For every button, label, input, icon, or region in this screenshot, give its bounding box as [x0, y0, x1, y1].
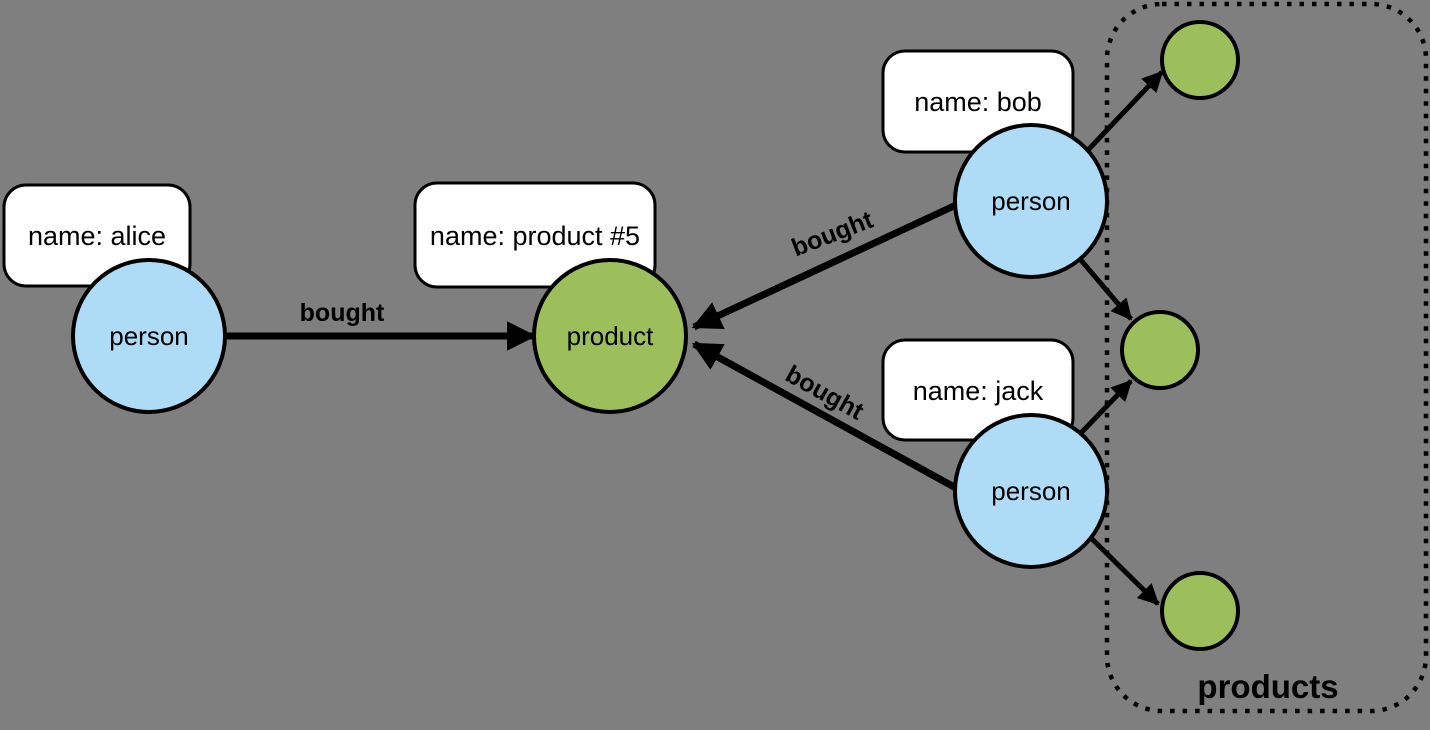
product-node-top [1160, 20, 1240, 100]
edge-bob-product-top [1086, 70, 1164, 152]
product-node-product5-label: product [567, 321, 654, 351]
products-group-outline [1104, 1, 1429, 714]
property-text-alice: name: alice [28, 221, 166, 251]
product-node-middle [1120, 310, 1200, 390]
person-node-bob: person [953, 123, 1109, 279]
edge-jack-product-middle [1078, 379, 1133, 436]
person-node-alice: person [71, 258, 227, 414]
edge-jack-bought-product [691, 340, 958, 492]
products-group-label: products [1197, 668, 1338, 705]
edge-jack-product-bottom [1088, 535, 1160, 606]
edge-label-alice-bought: bought [300, 299, 385, 327]
person-node-bob-label: person [991, 186, 1071, 216]
property-text-product5: name: product #5 [430, 221, 640, 251]
product-node-bottom [1160, 571, 1240, 651]
edge-bob-bought-product [691, 201, 958, 331]
products-group: products [1104, 1, 1429, 714]
product-node-product5: product [532, 258, 688, 414]
person-node-jack-label: person [991, 476, 1071, 506]
edge-bob-product-middle [1078, 257, 1133, 321]
person-node-alice-label: person [109, 321, 189, 351]
property-text-jack: name: jack [913, 376, 1044, 406]
person-node-jack: person [953, 413, 1109, 569]
property-text-bob: name: bob [914, 87, 1042, 117]
